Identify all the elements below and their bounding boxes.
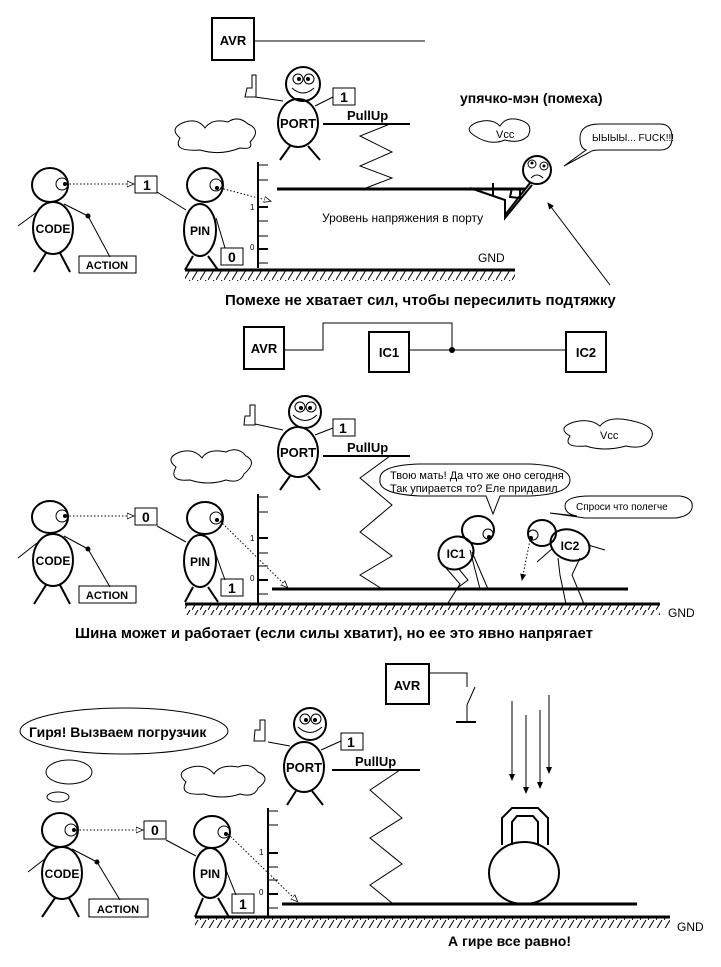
- ic1-label: IC1: [379, 345, 399, 360]
- code-label-3: CODE: [45, 867, 80, 881]
- ic2-speech: Спроси что полегче: [576, 502, 668, 513]
- pullup-spring-2: [359, 455, 393, 590]
- pin-label-3: PIN: [200, 867, 220, 881]
- port-figure-3: PORT 1 PullUp: [253, 707, 420, 806]
- pin-value-1: 0: [228, 249, 236, 265]
- bus-circuit: AVR IC1 IC2: [243, 322, 607, 373]
- noise-speech-bubble: [563, 123, 673, 167]
- code-value-2: 0: [142, 509, 150, 525]
- vcc-label-1: Vcc: [496, 129, 515, 141]
- pullup-label-3: PullUp: [355, 754, 396, 769]
- pullup-label-1: PullUp: [347, 108, 388, 123]
- force-arrows: [509, 695, 552, 794]
- port-figure-2: PORT 1 PullUp: [243, 395, 410, 491]
- code-value-1: 1: [143, 177, 151, 193]
- port-value-1: 1: [340, 89, 348, 105]
- axis-tick-zero-2: 0: [250, 574, 255, 583]
- pin-value-2: 1: [228, 580, 236, 596]
- ic1-figure-label: IC1: [447, 547, 466, 561]
- pullup-spring-3: [369, 769, 403, 904]
- panel-1: AVR PORT 1 PullUp: [17, 17, 674, 309]
- kettlebell: [488, 807, 560, 905]
- caption-2: Шина может и работает (если силы хватит)…: [75, 625, 593, 642]
- code-figure-1: CODE ACTION 1: [17, 167, 187, 274]
- panel-3: AVR Гиря! Вызваем погрузчик: [19, 663, 704, 949]
- caption-3: А гире все равно!: [448, 933, 571, 949]
- pin-label-1: PIN: [190, 224, 210, 238]
- cloud-3: [180, 764, 266, 798]
- code-label-2: CODE: [36, 554, 71, 568]
- pin-figure-2: PIN 1: [183, 501, 287, 603]
- noise-man: упячко-мэн (помеха) Vcc ЫЫЫЫ... FUCK!!!: [460, 90, 674, 286]
- noise-title: упячко-мэн (помеха): [460, 90, 603, 106]
- avr-label-2: AVR: [251, 341, 278, 356]
- pullup-spring-1: [358, 123, 394, 189]
- action-label-1: ACTION: [86, 260, 128, 272]
- code-speech-bubble: Гиря! Вызваем погрузчик: [19, 707, 229, 803]
- port-label-3: PORT: [286, 760, 322, 775]
- port-value-3: 1: [347, 734, 355, 750]
- ic1-speech-bubble: Твою мать! Да что же оно сегодня Так упи…: [379, 463, 571, 516]
- pin-value-3: 1: [239, 896, 247, 912]
- ic1-speech-line2: Так упирается то? Еле придавил: [390, 483, 558, 495]
- pin-figure-3: PIN 1: [193, 815, 297, 918]
- thumbs-up-icon: [253, 719, 266, 742]
- axis-tick-one-2: 1: [250, 534, 255, 543]
- axis-tick-zero-1: 0: [250, 243, 255, 252]
- voltage-axis-2: 1 0: [250, 494, 268, 605]
- ic2-speech-bubble: Спроси что полегче: [549, 495, 693, 519]
- code-label-1: CODE: [36, 222, 71, 236]
- axis-tick-one-1: 1: [250, 203, 255, 212]
- avr-box: AVR: [211, 17, 425, 61]
- ic2-figure: IC2: [527, 519, 606, 605]
- action-label-3: ACTION: [97, 904, 139, 916]
- avr-switch: AVR: [385, 663, 476, 723]
- junction-dot: [449, 347, 455, 353]
- caption-1: Помехе не хватает сил, чтобы пересилить …: [225, 292, 616, 309]
- axis-tick-zero-3: 0: [259, 888, 264, 897]
- level-label: Уровень напряжения в порту: [322, 211, 483, 225]
- port-label-2: PORT: [280, 445, 316, 460]
- gnd-label-3: GND: [677, 920, 704, 934]
- axis-tick-one-3: 1: [259, 848, 264, 857]
- voltage-axis-1: 1 0: [250, 162, 268, 268]
- port-figure: PORT 1 PullUp: [244, 66, 410, 161]
- code-figure-3: CODE ACTION 0: [27, 812, 197, 918]
- vcc-cloud-2: [563, 418, 653, 450]
- vcc-label-2: Vcc: [600, 430, 619, 442]
- voltage-axis-3: 1 0: [259, 808, 278, 917]
- pin-label-2: PIN: [190, 555, 210, 569]
- port-value-2: 1: [339, 420, 347, 436]
- cloud-1: [174, 118, 256, 154]
- ic2-figure-label: IC2: [561, 539, 580, 553]
- thumbs-up-icon: [244, 74, 257, 98]
- avr-label-3: AVR: [394, 678, 421, 693]
- thumbs-up-icon: [243, 404, 256, 426]
- ic1-figure: IC1: [437, 515, 495, 604]
- code-figure-2: CODE ACTION 0: [17, 500, 187, 605]
- ic2-label: IC2: [576, 345, 596, 360]
- noise-speech: ЫЫЫЫ... FUCK!!!: [592, 133, 674, 144]
- ic1-speech-line1: Твою мать! Да что же оно сегодня: [390, 470, 564, 482]
- avr-label: AVR: [220, 33, 247, 48]
- code-speech: Гиря! Вызваем погрузчик: [29, 724, 207, 740]
- gnd-label-1: GND: [478, 251, 505, 265]
- code-value-3: 0: [151, 822, 159, 838]
- port-label: PORT: [280, 116, 316, 131]
- gnd-label-2: GND: [668, 606, 695, 620]
- pin-figure-1: PIN 0: [183, 167, 270, 271]
- cloud-2: [170, 449, 252, 484]
- pullup-label-2: PullUp: [347, 440, 388, 455]
- vcc-cloud-1: [468, 118, 531, 143]
- panel-2: PORT 1 PullUp Vcc 1 0: [17, 395, 695, 642]
- action-label-2: ACTION: [86, 590, 128, 602]
